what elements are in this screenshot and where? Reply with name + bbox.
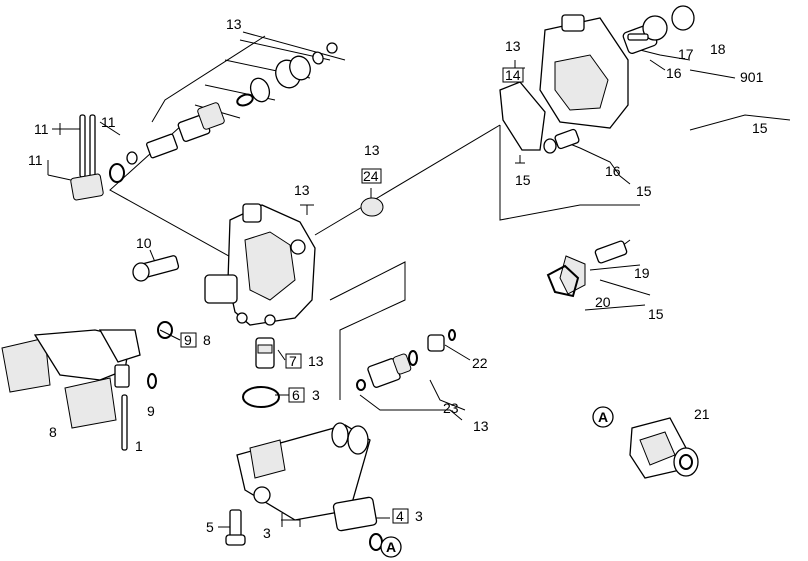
outlet-manifold: [236, 422, 383, 551]
label-901: 901: [740, 69, 764, 85]
label-3-b: 3: [263, 525, 271, 541]
label-16-a: 16: [666, 65, 682, 81]
marker-a-label: A: [598, 409, 608, 425]
label-box-7: [285, 353, 302, 369]
label-16-b: 16: [605, 163, 621, 179]
label-3-c: 3: [415, 508, 423, 524]
label-19: 19: [634, 265, 650, 281]
label-10: 10: [136, 235, 152, 251]
label-box-4: [392, 508, 409, 524]
marker-a-label: A: [386, 539, 396, 555]
label-21: 21: [694, 406, 710, 422]
marker-a-outlet: A: [380, 536, 402, 558]
pins-11: [70, 114, 125, 201]
label-13-valve: 13: [308, 353, 324, 369]
label-20: 20: [595, 294, 611, 310]
label-17: 17: [678, 46, 694, 62]
leader-lines: [47, 31, 791, 528]
label-13-top: 13: [226, 16, 242, 32]
pump-housing: [204, 203, 316, 326]
label-11-b: 11: [101, 114, 116, 130]
bolt-5: [225, 509, 246, 546]
label-13-plug: 13: [364, 142, 380, 158]
label-5: 5: [206, 519, 214, 535]
label-15-c: 15: [636, 183, 652, 199]
head-housing: [499, 5, 695, 154]
valve-19: [546, 240, 628, 298]
label-9-boxed: 9: [184, 332, 192, 348]
label-23: 23: [443, 400, 459, 416]
label-3-a: 3: [312, 387, 320, 403]
label-6: 6: [292, 387, 300, 403]
label-11-c: 11: [28, 152, 43, 168]
coupling-21: [629, 417, 699, 479]
marker-a-coupling: A: [592, 406, 614, 428]
label-13-unloader: 13: [473, 418, 489, 434]
label-11-a: 11: [34, 121, 49, 137]
label-box-14: [502, 67, 524, 83]
unloader-23: [356, 329, 456, 391]
label-15-d: 15: [648, 306, 664, 322]
label-box-24: [361, 168, 382, 184]
swash-assembly-8: [1, 321, 173, 451]
label-24: 24: [363, 168, 379, 184]
label-13-head: 13: [505, 38, 521, 54]
bolt-10: [132, 255, 180, 282]
valve-7: [242, 337, 280, 408]
label-22: 22: [472, 355, 488, 371]
label-box-9: [180, 332, 197, 348]
label-8-b: 8: [49, 424, 57, 440]
plug-24: [360, 197, 384, 217]
part-labels: 13 11 11 11 10 9 8 9 8 1 13 13 24 7 13 6…: [28, 16, 768, 541]
label-box-6: [288, 387, 305, 403]
label-18: 18: [710, 41, 726, 57]
label-7: 7: [289, 353, 297, 369]
label-8-a: 8: [203, 332, 211, 348]
label-14: 14: [505, 67, 521, 83]
label-15-a: 15: [515, 172, 531, 188]
label-13-housing: 13: [294, 182, 310, 198]
label-1: 1: [135, 438, 143, 454]
label-15-b: 15: [752, 120, 768, 136]
label-9-b: 9: [147, 403, 155, 419]
piston-assembly-top: [126, 42, 338, 165]
label-4: 4: [396, 508, 404, 524]
